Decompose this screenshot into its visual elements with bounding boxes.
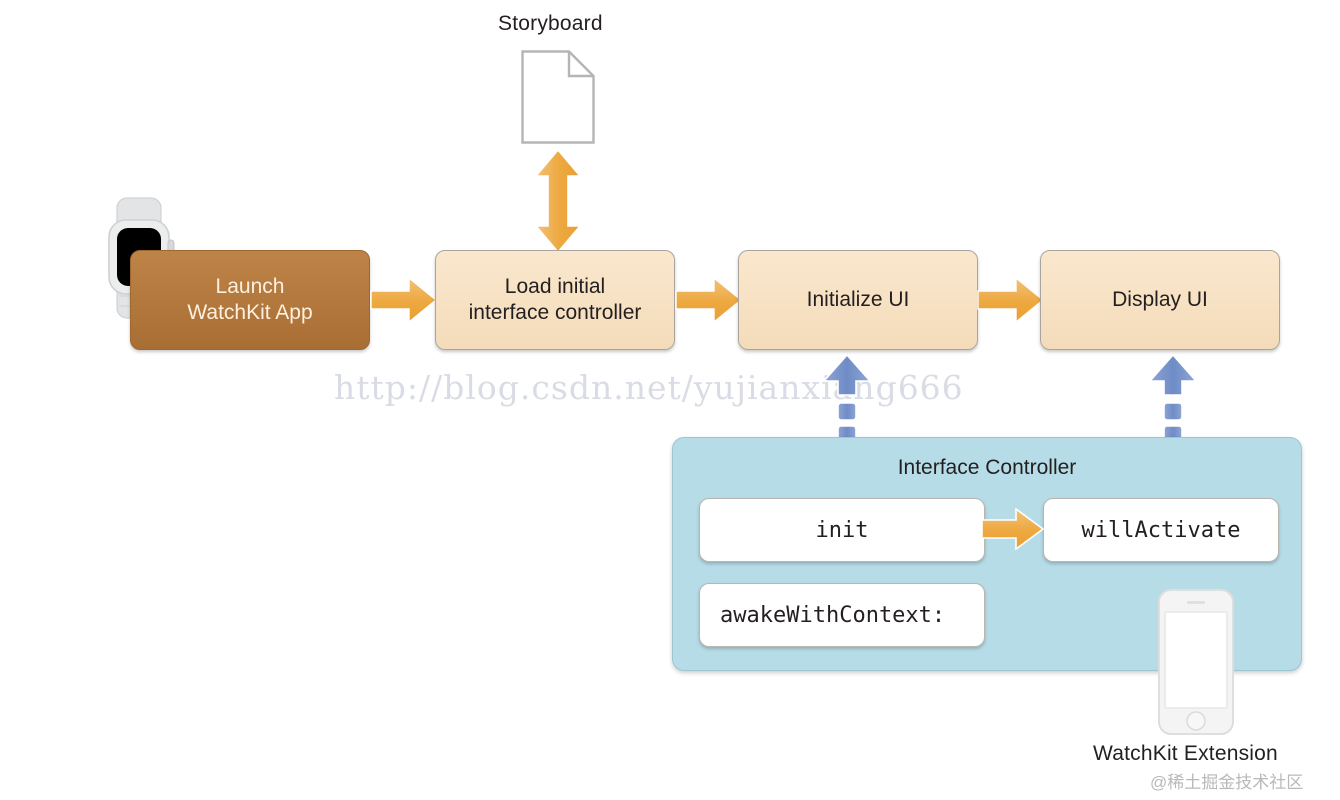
interface-controller-title: Interface Controller — [897, 456, 1077, 479]
arrow-load-to-initialize — [675, 276, 743, 324]
arrow-init-to-willactivate — [981, 507, 1045, 551]
method-label-init: init — [815, 517, 869, 543]
flow-box-display-label: Display UI — [1112, 288, 1208, 312]
arrow-initialize-to-display — [977, 276, 1045, 324]
iphone-icon — [1157, 588, 1235, 736]
storyboard-bidirectional-arrow — [531, 148, 585, 254]
method-box-init[interactable]: init — [699, 498, 985, 562]
flow-box-launch-line2: WatchKit App — [187, 301, 313, 324]
method-label-willactivate: willActivate — [1081, 517, 1241, 543]
watchkit-extension-label: WatchKit Extension — [1093, 742, 1278, 765]
flow-box-load-line1: Load initial — [504, 275, 606, 299]
method-box-willactivate[interactable]: willActivate — [1043, 498, 1279, 562]
flow-box-display-ui[interactable]: Display UI — [1040, 250, 1280, 350]
document-icon — [521, 50, 595, 144]
storyboard-title: Storyboard — [498, 12, 603, 35]
flow-box-launch-watchkit-app[interactable]: Launch WatchKit App — [130, 250, 370, 350]
watermark-brand: @稀土掘金技术社区 — [1150, 773, 1304, 792]
flow-box-load-line2: interface controller — [468, 301, 642, 324]
flow-box-launch-line1: Launch — [215, 275, 285, 299]
flow-box-initialize-label: Initialize UI — [806, 288, 910, 312]
arrow-launch-to-load — [370, 276, 438, 324]
method-label-awakewithcontext: awakeWithContext: — [720, 602, 946, 628]
flow-box-initialize-ui[interactable]: Initialize UI — [738, 250, 978, 350]
flow-box-load-initial-interface-controller[interactable]: Load initial interface controller — [435, 250, 675, 350]
method-box-awakewithcontext[interactable]: awakeWithContext: — [699, 583, 985, 647]
